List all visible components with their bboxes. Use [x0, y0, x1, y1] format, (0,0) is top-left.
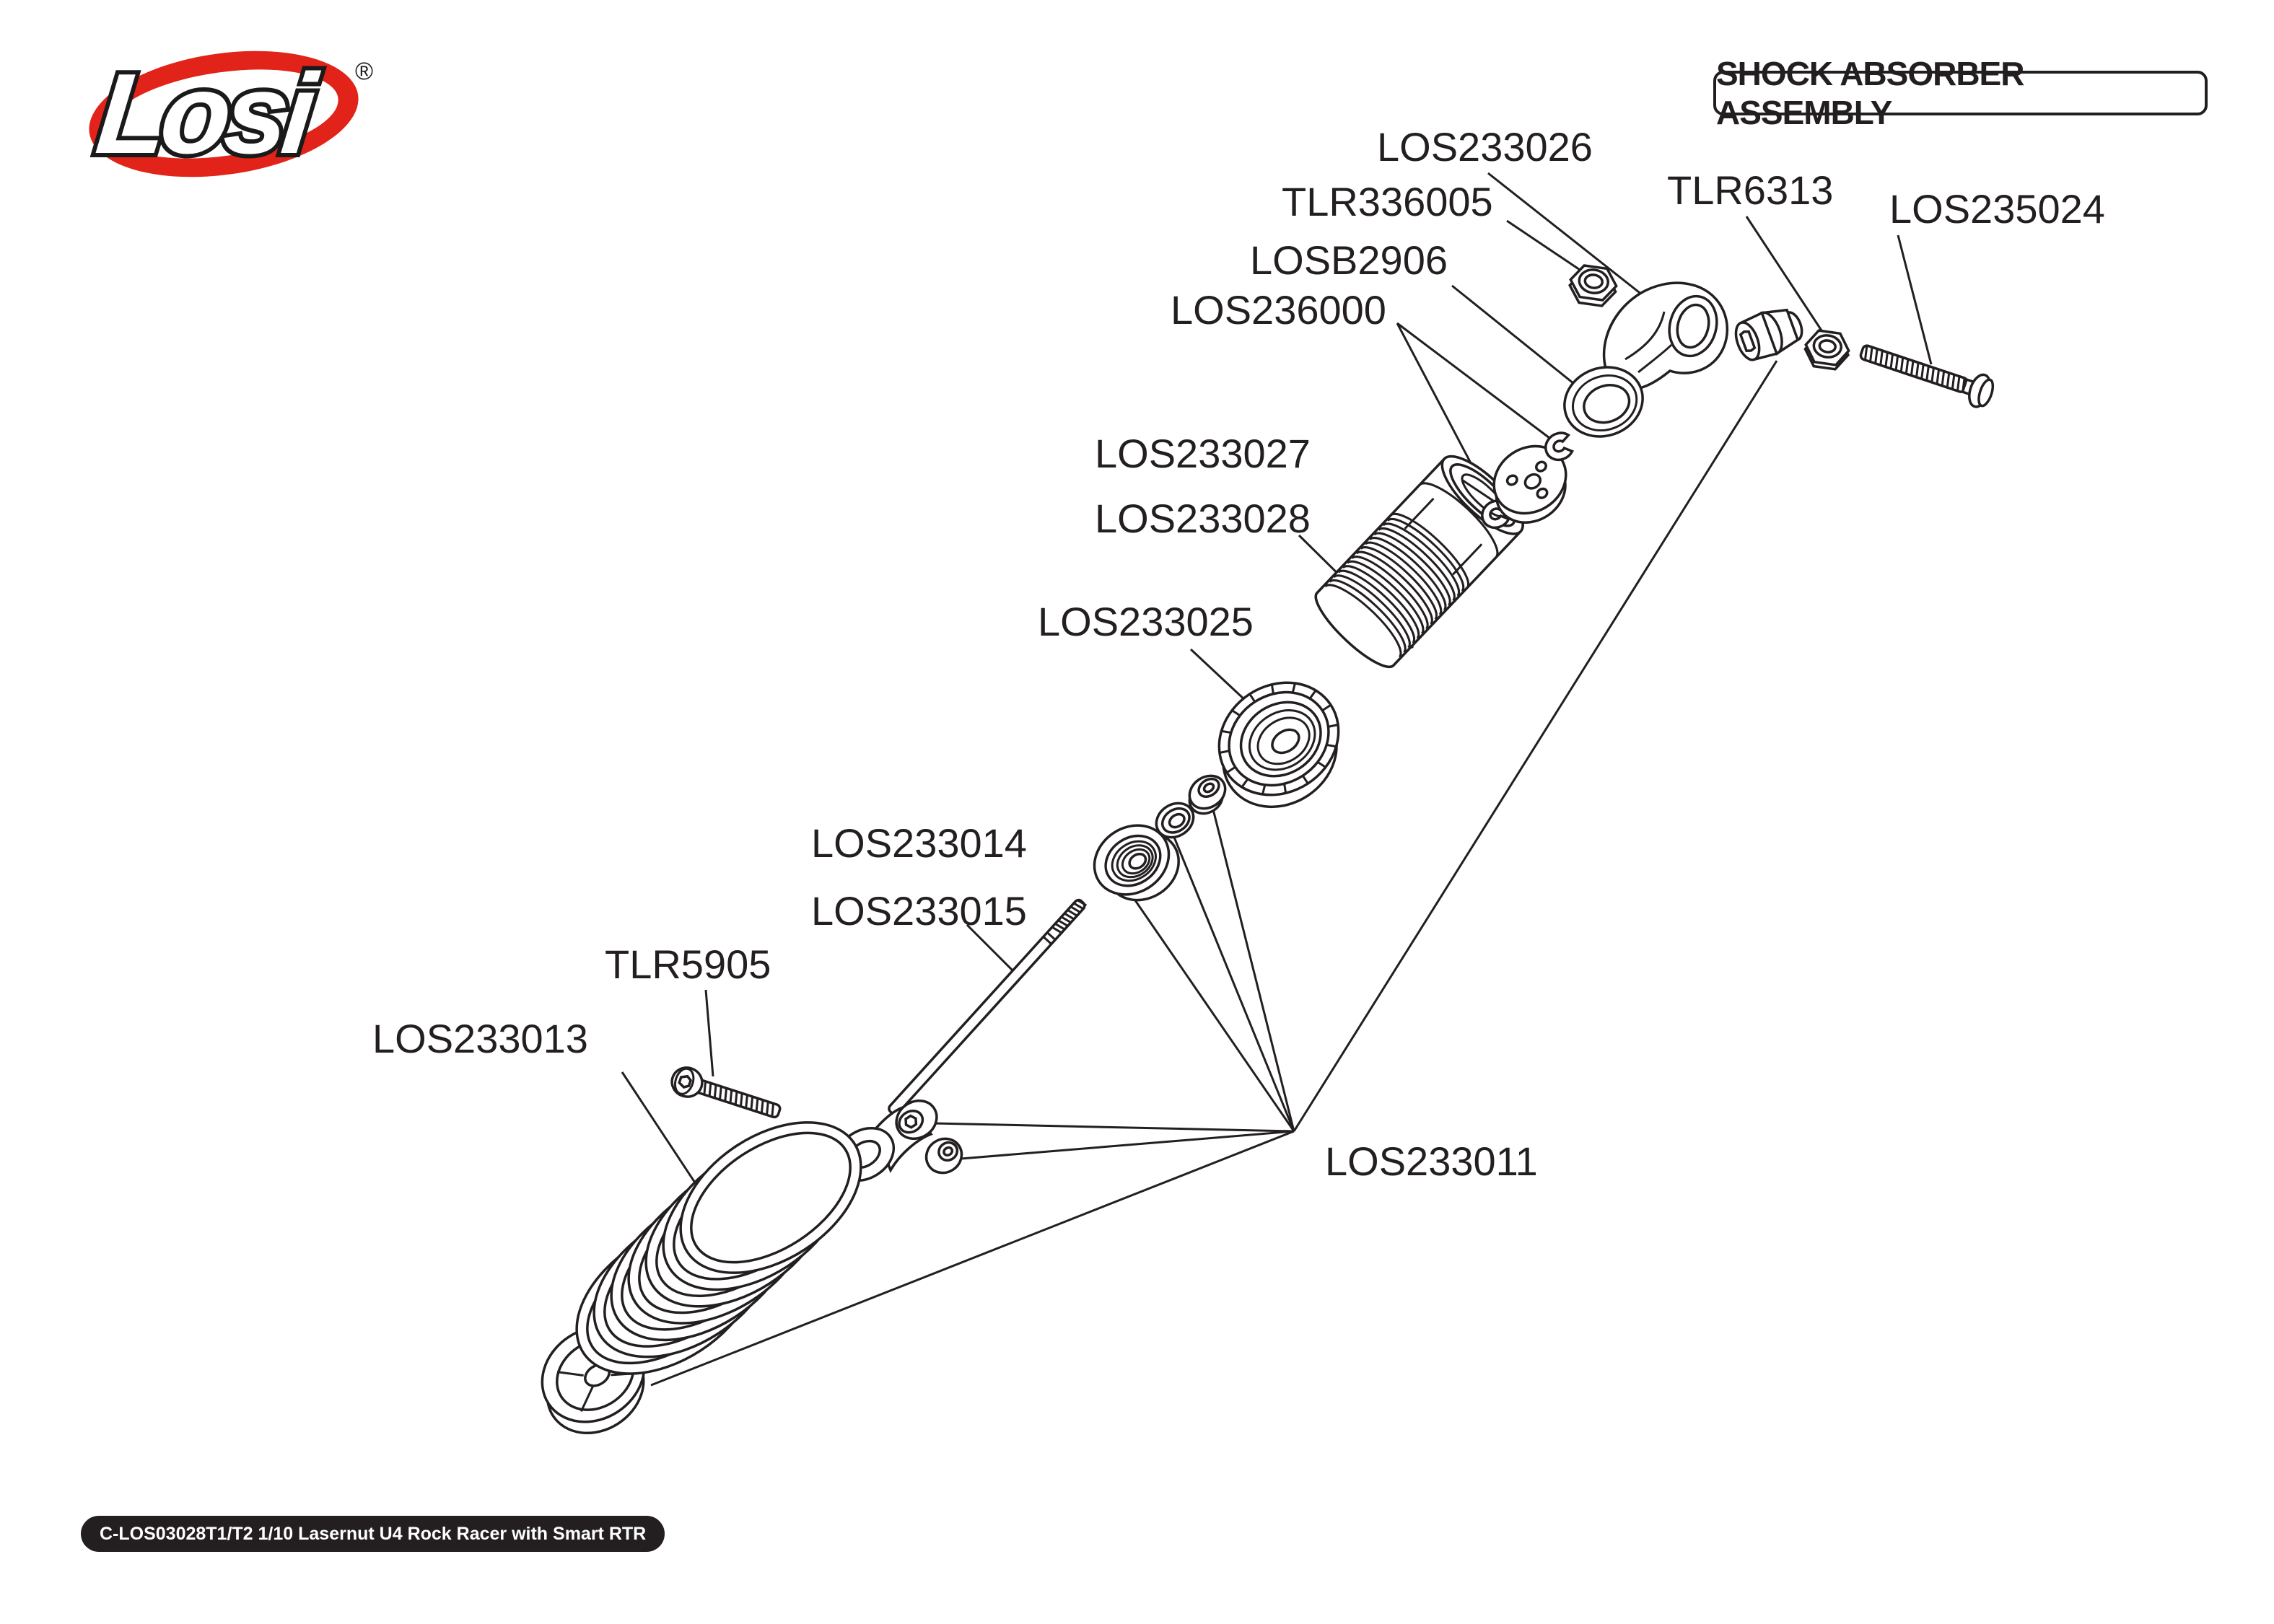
part-label-LOS235024: LOS235024: [1889, 186, 2105, 232]
pivot-ball-drawing: [924, 1137, 963, 1175]
part-label-LOS236000: LOS236000: [1171, 287, 1386, 333]
page-title-text: SHOCK ABSORBER ASSEMBLY: [1716, 55, 2024, 131]
footer-kit-badge: C-LOS03028T1/T2 1/10 Lasernut U4 Rock Ra…: [81, 1516, 665, 1552]
piston-eclip-upper-drawing: [1544, 431, 1575, 462]
registered-mark: ®: [355, 58, 373, 85]
shock-seal-cup-drawing: [1188, 774, 1227, 815]
part-label-TLR336005: TLR336005: [1282, 179, 1493, 224]
part-label-LOSB2906: LOSB2906: [1250, 237, 1448, 283]
shock-piston-drawing: [1492, 444, 1567, 524]
losi-logo: Losi ®: [87, 45, 373, 182]
shock-spring-drawing: [575, 1121, 862, 1375]
shock-bushing-drawing: [1734, 308, 1803, 361]
collar-screw-drawing: [670, 1066, 782, 1119]
part-label-LOS233027: LOS233027: [1095, 431, 1311, 476]
shock-mount-screw-drawing: [1859, 344, 1995, 408]
losi-logo-wordmark: Losi: [91, 50, 323, 177]
shock-seal-washer-drawing: [1155, 802, 1195, 839]
part-label-LOS233028: LOS233028: [1095, 496, 1311, 541]
part-label-LOS233025: LOS233025: [1038, 599, 1254, 644]
part-label-LOS233013: LOS233013: [372, 1016, 588, 1061]
part-label-LOS233026: LOS233026: [1377, 124, 1593, 170]
part-label-LOS233011: LOS233011: [1325, 1138, 1538, 1184]
shock-cap-drawing: [1602, 281, 1729, 391]
shock-cartridge-drawing: [1093, 824, 1180, 902]
footer-kit-text: C-LOS03028T1/T2 1/10 Lasernut U4 Rock Ra…: [100, 1523, 647, 1544]
part-label-TLR5905: TLR5905: [605, 942, 771, 987]
locknut-tlr336005-drawing: [1568, 264, 1618, 307]
spring-collar-drawing: [1217, 681, 1340, 809]
part-label-LOS233015: LOS233015: [811, 888, 1027, 934]
part-label-TLR6313: TLR6313: [1667, 167, 1834, 213]
locknut-tlr6313-drawing: [1803, 329, 1850, 371]
part-label-LOS233014: LOS233014: [811, 820, 1027, 866]
page-title: SHOCK ABSORBER ASSEMBLY: [1713, 55, 2208, 131]
cap-oring-drawing: [1563, 366, 1644, 438]
